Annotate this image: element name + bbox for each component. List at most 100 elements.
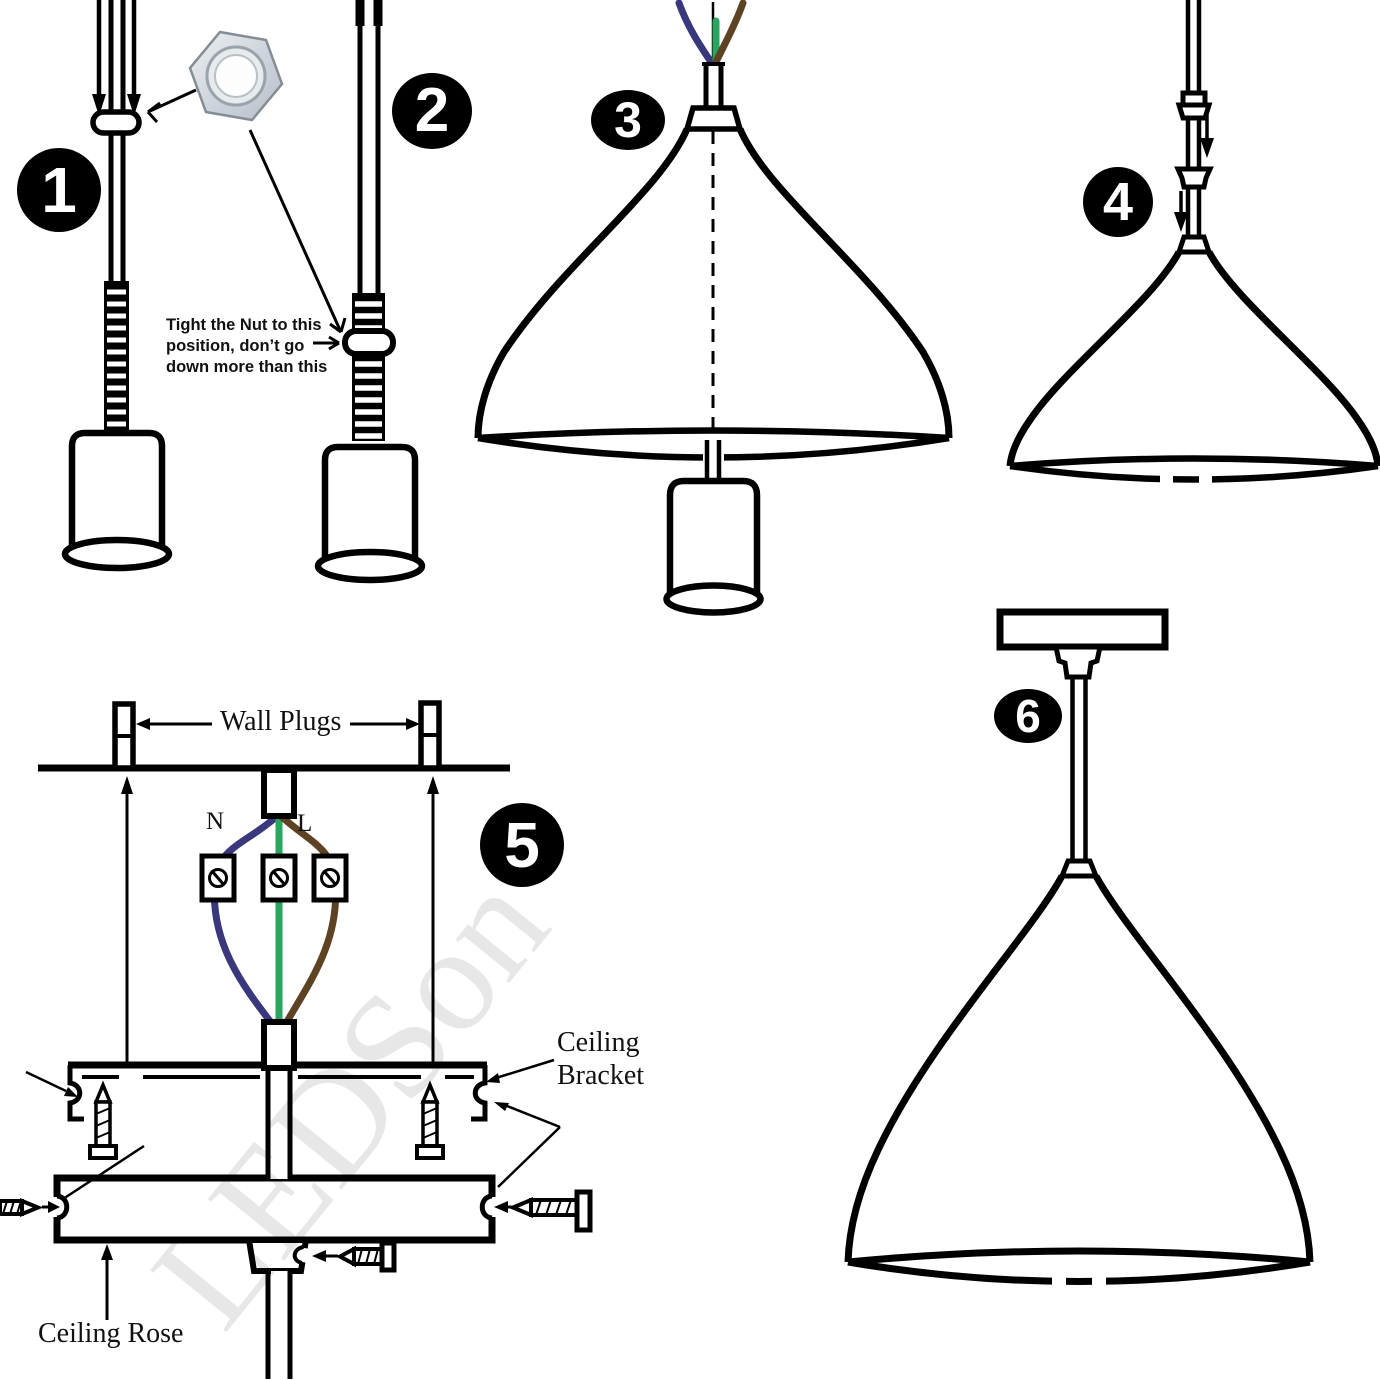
live-wire	[712, 0, 747, 66]
terminal-block-live	[311, 853, 349, 903]
note-arrow	[313, 335, 340, 351]
step-2-badge: 2	[392, 73, 472, 149]
plate-connector	[1052, 644, 1104, 680]
locking-nut	[342, 328, 396, 357]
lamp-holder	[68, 429, 166, 553]
nut-position-note: Tight the Nut to this position, don’t go…	[166, 315, 331, 378]
left-arrow-icon	[494, 1201, 508, 1213]
right-arrow-icon	[48, 1201, 60, 1213]
up-arrow-icon	[101, 1244, 113, 1260]
ceiling-bracket-right-hook	[471, 1065, 488, 1122]
rose-left-notch	[56, 1193, 70, 1221]
step4-shade-with-rod	[1006, 0, 1380, 488]
rose-bottom-connector	[245, 1237, 310, 1274]
down-arrow-icon	[127, 94, 141, 116]
bracket-screw-left	[88, 1080, 118, 1160]
ceiling-rose	[53, 1174, 496, 1244]
shade-right-profile	[736, 127, 953, 439]
step1-rod-and-holder	[61, 0, 173, 572]
shade-collar	[1058, 858, 1100, 879]
wall-plugs-label: Wall Plugs	[220, 706, 342, 737]
bracket-label-arrow-icon	[486, 1073, 500, 1083]
shade-rim	[847, 1258, 1311, 1285]
hex-nut-photo	[188, 30, 284, 122]
hex-nut-pointer-arrows	[146, 88, 347, 334]
neutral-wire-label: N	[206, 808, 225, 835]
lamp-holder-opening	[663, 582, 764, 616]
thread-marks	[355, 301, 382, 439]
down-arrow-icon	[1200, 138, 1214, 158]
lamp-holder-opening	[314, 548, 426, 584]
coupler-upper-flange	[1175, 102, 1213, 121]
shade-rim	[1009, 455, 1379, 470]
shade-left-profile	[474, 127, 691, 439]
hook-arrow-icon	[494, 1102, 509, 1111]
lamp-holder	[321, 443, 419, 565]
step2-rod-and-holder	[314, 0, 426, 584]
shade-rim	[477, 427, 950, 442]
shade-collar	[1175, 234, 1213, 255]
step-6-badge: 6	[994, 689, 1062, 743]
live-wire	[278, 813, 340, 1029]
bracket-label-leader	[495, 1058, 555, 1080]
thread-marks	[107, 289, 126, 427]
terminal-screw-icon	[208, 868, 228, 888]
screw-head	[88, 1144, 118, 1160]
up-arrow-icon	[427, 776, 439, 794]
connector-screw	[312, 1240, 397, 1273]
bottom-terminal-housing	[261, 1019, 297, 1071]
leader-line	[62, 1144, 145, 1201]
step-4-badge: 4	[1083, 167, 1153, 237]
shade-left-profile	[1006, 250, 1183, 467]
bracket-screw-right	[415, 1080, 445, 1160]
terminal-screw-icon	[320, 868, 340, 888]
rose-screw-right	[494, 1189, 593, 1233]
connector-notch	[292, 1245, 305, 1265]
leader-line	[25, 1070, 67, 1093]
shade-right-profile	[1092, 874, 1314, 1263]
live-wire-label: L	[297, 810, 313, 837]
locking-nut	[90, 109, 142, 136]
step-5-badge: 5	[480, 803, 564, 887]
up-arrow-icon	[121, 776, 133, 794]
screw-head	[574, 1189, 593, 1233]
ceiling-plate	[996, 608, 1169, 651]
ceiling-bracket-left-hook	[67, 1065, 84, 1122]
right-arrow-icon	[406, 718, 420, 730]
ceiling-bracket-label: Ceiling Bracket	[557, 1027, 645, 1092]
leader-line	[497, 1126, 561, 1188]
down-arrow-icon	[92, 94, 106, 116]
leader-line	[506, 1104, 561, 1129]
rose-screw-left	[0, 1198, 60, 1217]
screw-head	[415, 1144, 445, 1160]
down-arrow-icon	[1174, 212, 1188, 232]
nut-note-line-1: Tight the Nut to this	[166, 316, 322, 334]
shade-rim	[1009, 462, 1379, 483]
step-1-badge: 1	[17, 148, 101, 232]
top-terminal-housing	[261, 767, 297, 819]
left-arrow-icon	[136, 718, 150, 730]
rose-right-notch	[479, 1193, 493, 1221]
shade-rim	[847, 1247, 1311, 1266]
lamp-holder-opening	[61, 536, 173, 572]
shade-left-profile	[844, 874, 1066, 1263]
ceiling-rose-label: Ceiling Rose	[38, 1318, 184, 1349]
step-3-badge: 3	[591, 90, 665, 150]
terminal-screw-icon	[269, 868, 289, 888]
shade-right-profile	[1205, 250, 1380, 467]
screw-head	[379, 1240, 397, 1273]
step5-wiring-diagram	[0, 700, 593, 1379]
step6-assembled-lamp	[844, 608, 1314, 1290]
nut-note-line-3: down more than this	[166, 358, 328, 377]
lamp-holder	[666, 477, 761, 598]
shade-collar	[683, 105, 744, 132]
terminal-blocks	[199, 853, 349, 903]
neutral-wire	[210, 813, 280, 1029]
coupler-lower	[1174, 166, 1214, 190]
step3-shade-exploded	[474, 0, 953, 616]
left-arrow-icon	[312, 1250, 326, 1262]
hook-arrow-icon	[64, 1087, 78, 1097]
nut-note-line-2: position, don’t go	[166, 337, 305, 356]
